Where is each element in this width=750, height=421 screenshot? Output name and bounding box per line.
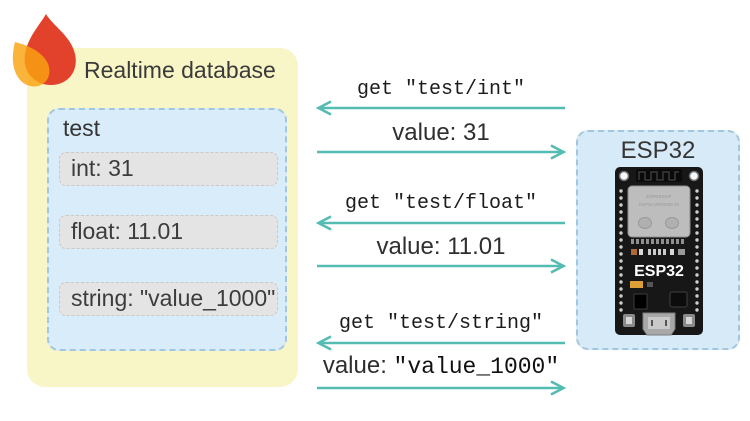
response-arrow-float — [317, 258, 567, 274]
response-label-int: value: 31 — [392, 119, 490, 146]
request-label-float: get "test/float" — [344, 192, 538, 215]
response-label-string: value: "value_1000" — [322, 352, 560, 380]
esp32-title: ESP32 — [620, 137, 696, 164]
board-silk-label: ESP32 — [634, 263, 684, 280]
request-arrow-int — [315, 100, 565, 116]
field-int: int: 31 — [59, 152, 278, 186]
response-arrow-int — [317, 144, 567, 160]
response-arrow-string — [317, 380, 567, 396]
request-arrow-string — [315, 335, 565, 351]
response-label-float: value: 11.01 — [376, 233, 506, 260]
firebase-flame-icon — [12, 14, 76, 87]
module-name-label: ESP32-WROOM-32 — [639, 202, 680, 207]
esp32-board-image: ESPRESSIF ESP32-WROOM-32 — [615, 167, 703, 336]
field-string: string: "value_1000" — [59, 282, 278, 316]
request-label-string: get "test/string" — [338, 312, 544, 335]
request-arrow-float — [315, 215, 565, 231]
request-label-int: get "test/int" — [356, 78, 526, 101]
node-title: test — [63, 115, 101, 141]
module-brand-label: ESPRESSIF — [646, 194, 672, 199]
field-float: float: 11.01 — [59, 215, 278, 249]
database-title: Realtime database — [84, 57, 276, 83]
